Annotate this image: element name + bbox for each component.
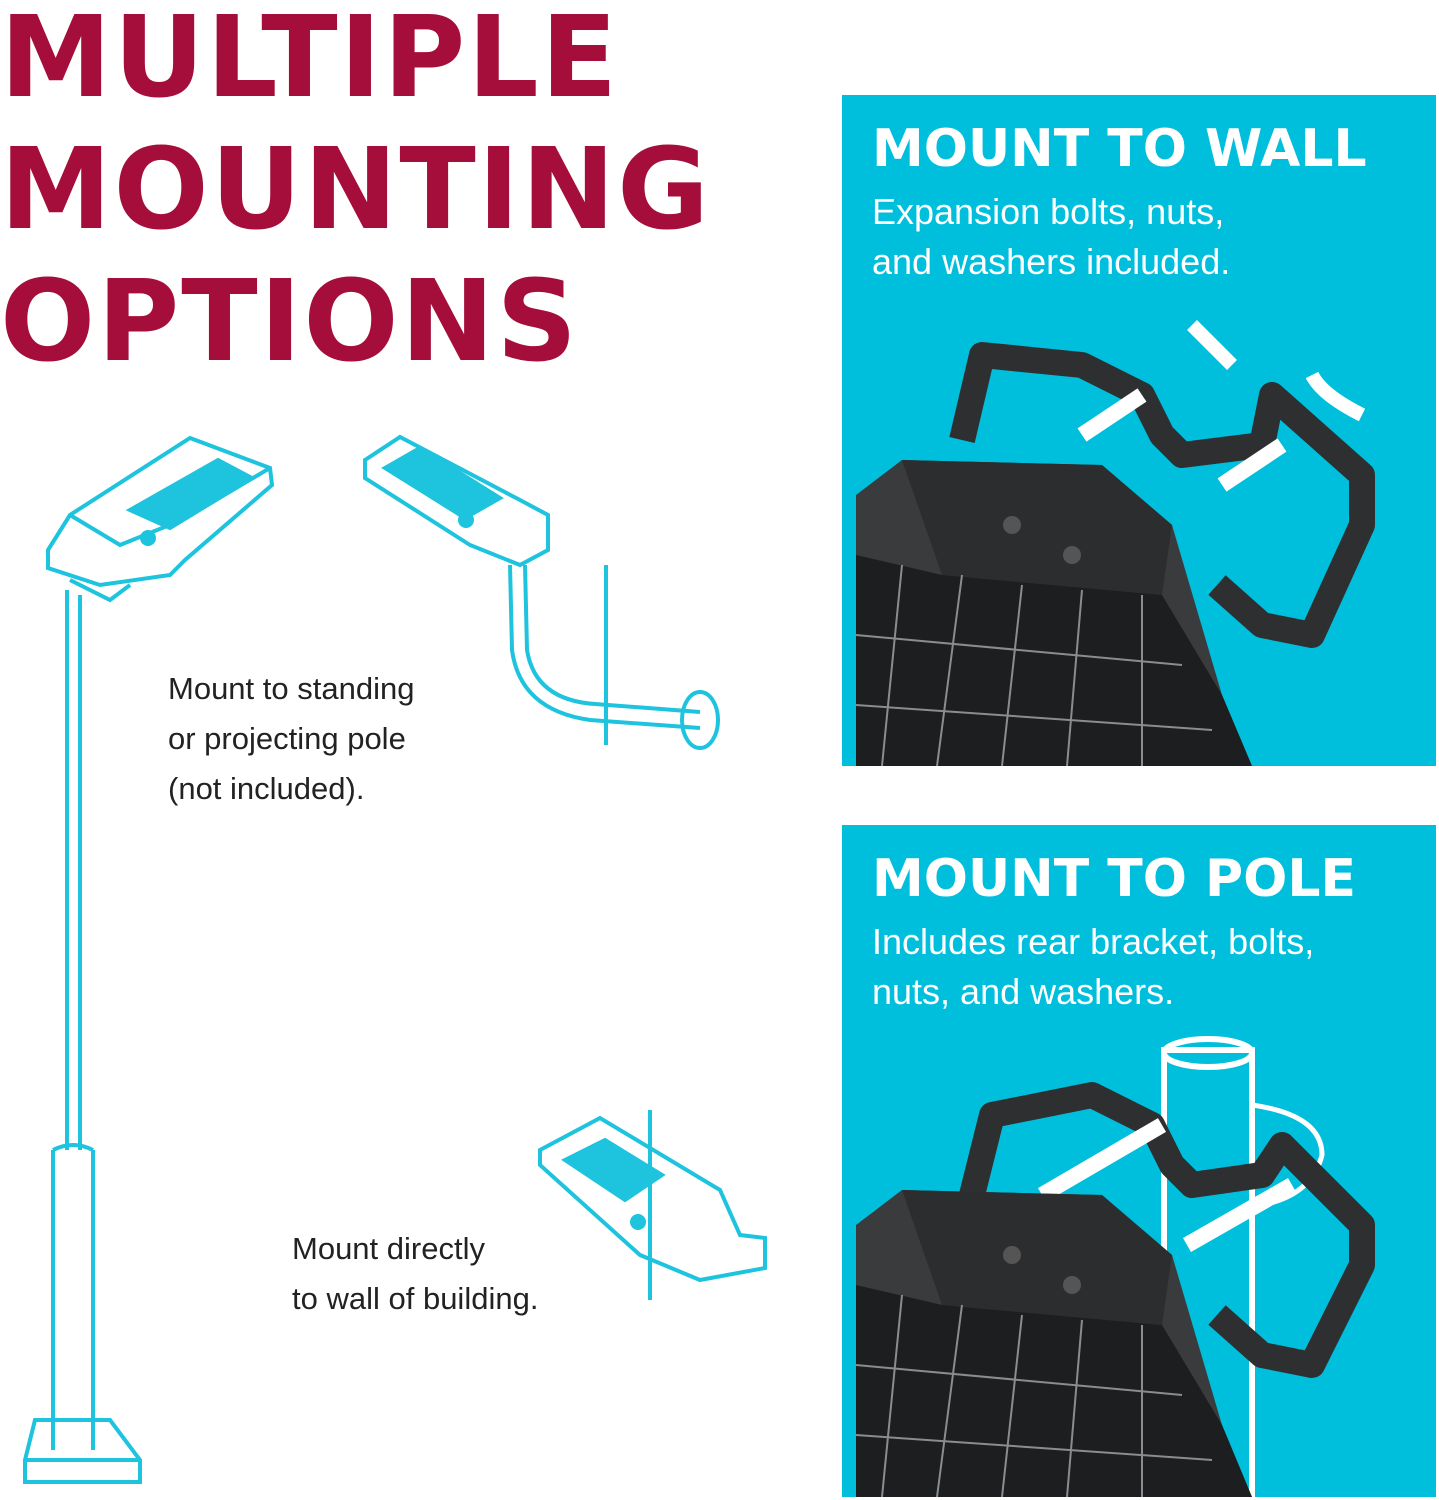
description-line: Includes rear bracket, bolts, [872,921,1315,962]
caption-line: to wall of building. [292,1281,539,1316]
headline-line: OPTIONS [0,257,579,387]
panel-description: Includes rear bracket, bolts, nuts, and … [872,917,1314,1017]
wall-mount-product-photo [855,320,1375,766]
wall-caption: Mount directly to wall of building. [292,1224,538,1324]
wall-mount-panel: MOUNT TO WALL Expansion bolts, nuts, and… [842,95,1436,766]
caption-line: Mount to standing [168,671,415,706]
panel-title: MOUNT TO POLE [872,849,1357,909]
headline: MULTIPLE MOUNTING OPTIONS [0,0,711,388]
wall-lamp-icon [538,1110,767,1300]
description-line: nuts, and washers. [872,971,1175,1012]
standing-pole-lamp-icon [23,435,275,1484]
mounting-illustrations [23,434,767,1484]
pole-mount-panel: MOUNT TO POLE Includes rear bracket, bol… [842,825,1436,1497]
projecting-pole-lamp-icon [363,434,720,750]
headline-line: MULTIPLE [0,0,620,123]
description-line: Expansion bolts, nuts, [872,191,1225,232]
panel-title: MOUNT TO WALL [872,119,1367,179]
panel-description: Expansion bolts, nuts, and washers inclu… [872,187,1230,287]
headline-line: MOUNTING [0,125,712,255]
caption-line: Mount directly [292,1231,485,1266]
description-line: and washers included. [872,241,1231,282]
pole-caption: Mount to standing or projecting pole (no… [168,664,414,814]
caption-line: or projecting pole [168,721,406,756]
caption-line: (not included). [168,771,365,806]
pole-mount-product-photo [855,1036,1375,1497]
